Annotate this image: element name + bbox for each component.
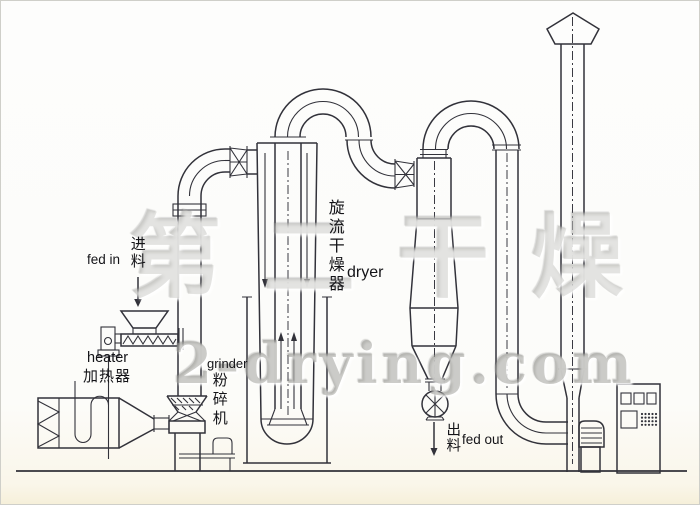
panel-display: [620, 410, 638, 429]
screw-feeder: [97, 277, 184, 357]
heater-outlet-cone: [118, 397, 155, 449]
exhaust-duct: [422, 100, 568, 445]
control-cabinet: [616, 383, 661, 474]
grinder-hopper: [166, 395, 208, 413]
cyclone-cone: [411, 345, 457, 380]
label-grinder-en: grinder: [207, 356, 248, 371]
label-grinder-cn: 粉碎机: [210, 372, 228, 429]
upflow-lines: [280, 341, 295, 409]
dryer-column: [242, 136, 332, 464]
expansion-joint-left: [229, 146, 257, 178]
cyclone-separator: [409, 148, 459, 456]
label-fed-in-en: fed in: [87, 252, 121, 267]
feeder-drive: [100, 326, 116, 351]
screw-flights: [122, 334, 177, 346]
label-dryer-en: dryer: [347, 264, 384, 281]
grinder-legs: [174, 433, 201, 471]
grinder-motor: [212, 437, 233, 454]
grinder-throat: [168, 411, 206, 422]
heating-element-zigzag: [36, 400, 61, 448]
downflow-lines: [264, 153, 308, 279]
column-round-bottom: [260, 418, 314, 445]
transfer-duct: [274, 88, 415, 190]
label-fed-in-cn: 进料: [128, 236, 146, 270]
vent-grille: [640, 412, 658, 426]
column-outer-shell: [243, 297, 331, 464]
fan-motor: [578, 420, 605, 448]
label-heater-cn: 加热器: [83, 368, 132, 385]
expansion-joint-right: [394, 159, 415, 190]
label-heater-en: heater: [87, 350, 129, 366]
heater-unit: [36, 356, 170, 459]
fan-pedestal: [580, 446, 601, 473]
exhaust-stack: [546, 12, 600, 472]
rotary-valve: [421, 390, 449, 421]
indicator-window: [620, 392, 632, 405]
label-fed-out-en: fed out: [462, 432, 504, 447]
riser-pipe: [172, 146, 257, 396]
label-fed-out-cn: 出料: [444, 422, 461, 453]
label-dryer-cn: 旋流干燥器: [325, 199, 343, 294]
indicator-window: [633, 392, 645, 405]
stack-cap: [546, 12, 600, 45]
heater-coil: [74, 381, 110, 443]
blower-fan: [578, 420, 605, 473]
grinder-unit: [166, 395, 235, 471]
inner-drying-tube: [274, 143, 302, 409]
feed-hopper: [119, 310, 170, 329]
indicator-window: [646, 392, 657, 405]
feed-arrow-head: [134, 299, 142, 307]
